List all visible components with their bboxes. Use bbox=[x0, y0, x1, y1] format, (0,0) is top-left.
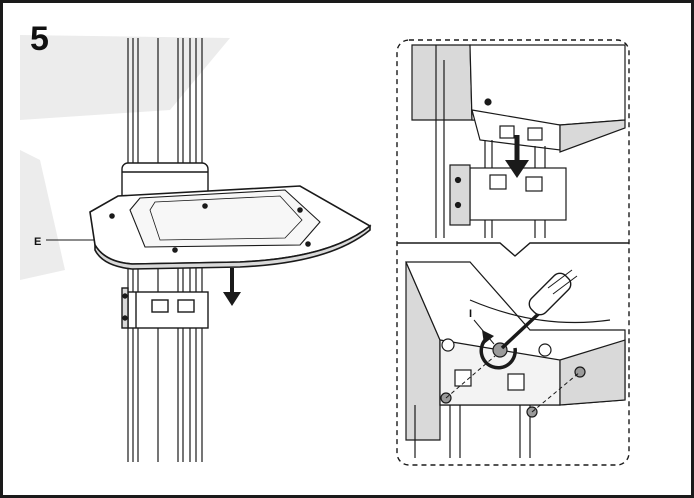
background-shadow bbox=[20, 150, 65, 280]
pole-bracket bbox=[121, 287, 209, 329]
inset-divider bbox=[397, 242, 629, 257]
down-arrow-icon bbox=[223, 268, 241, 306]
screw-label: I bbox=[469, 308, 473, 320]
shelf-label: E bbox=[34, 236, 42, 248]
inset-top-detail bbox=[411, 44, 626, 238]
step-number: 5 bbox=[30, 20, 49, 58]
background-shadow bbox=[20, 35, 230, 120]
rotate-arrow-icon bbox=[479, 330, 517, 370]
screwdriver-icon bbox=[500, 269, 578, 350]
inset-bottom-detail bbox=[405, 261, 626, 458]
down-arrow-icon bbox=[505, 135, 529, 178]
shelf bbox=[89, 185, 372, 270]
screw-guide-lines bbox=[445, 355, 581, 413]
inset-panel bbox=[396, 39, 630, 466]
